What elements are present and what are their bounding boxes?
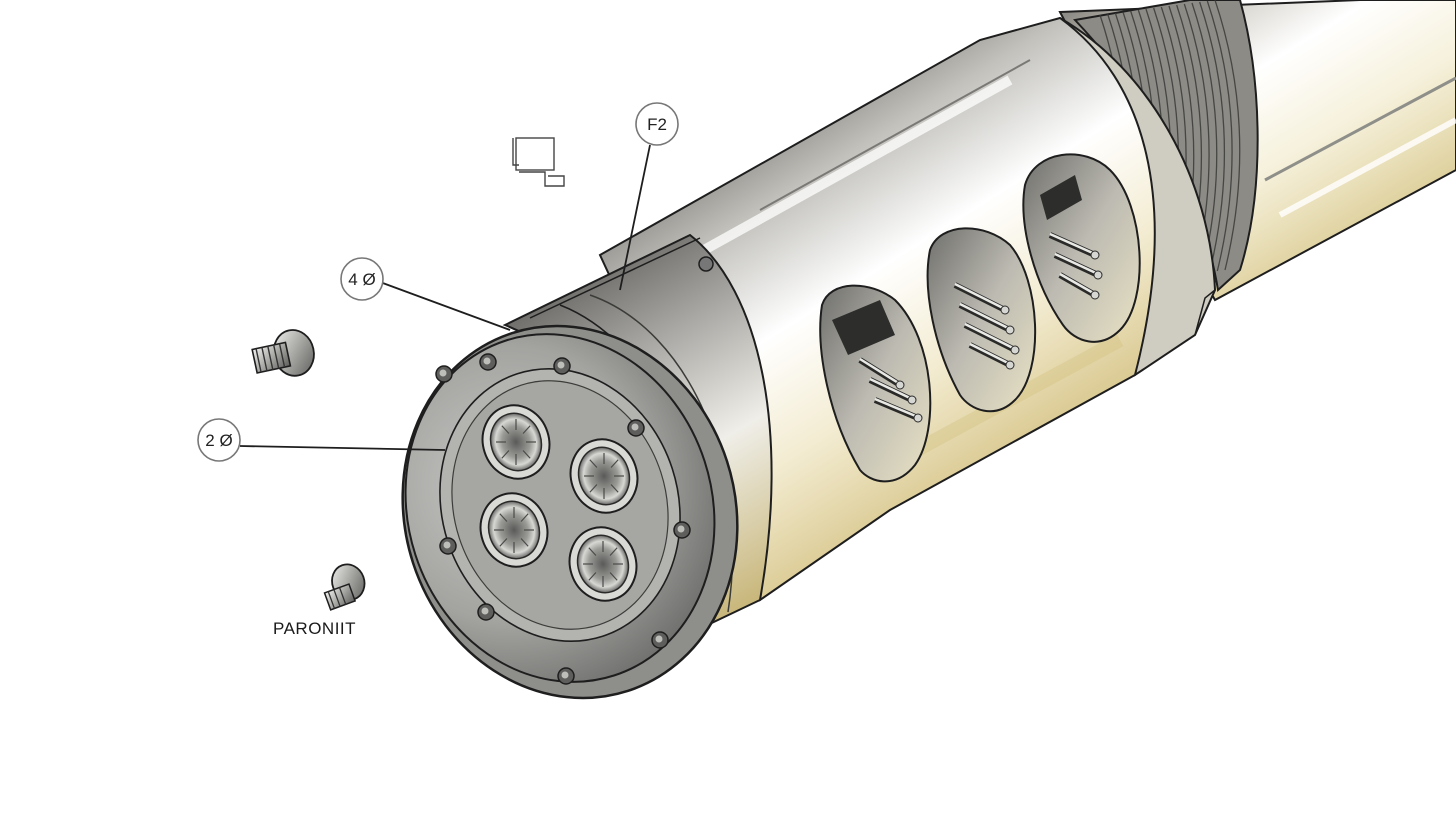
bore-1 (481, 404, 551, 480)
box-symbol-icon (512, 137, 565, 187)
callout-20: 2 Ø (197, 418, 241, 462)
loose-screw-bottom (323, 563, 366, 611)
bore-3 (479, 492, 549, 568)
bolt-holes (435, 353, 691, 685)
bore-2 (569, 438, 639, 514)
leader-20 (239, 445, 446, 451)
part-label: PARONIIT (273, 619, 357, 638)
leader-lines (239, 144, 651, 451)
callout-20-text: 2 Ø (205, 431, 232, 450)
bore-4 (568, 526, 638, 602)
leader-40 (379, 281, 511, 331)
callout-f2-text: F2 (647, 115, 667, 134)
loose-screw-top (251, 329, 315, 377)
callout-40: 4 Ø (340, 257, 384, 301)
connector-pins (858, 232, 1103, 423)
callout-40-text: 4 Ø (348, 270, 375, 289)
callout-f2: F2 (635, 102, 679, 146)
leader-f2 (619, 144, 651, 291)
connector-bores (479, 404, 639, 602)
